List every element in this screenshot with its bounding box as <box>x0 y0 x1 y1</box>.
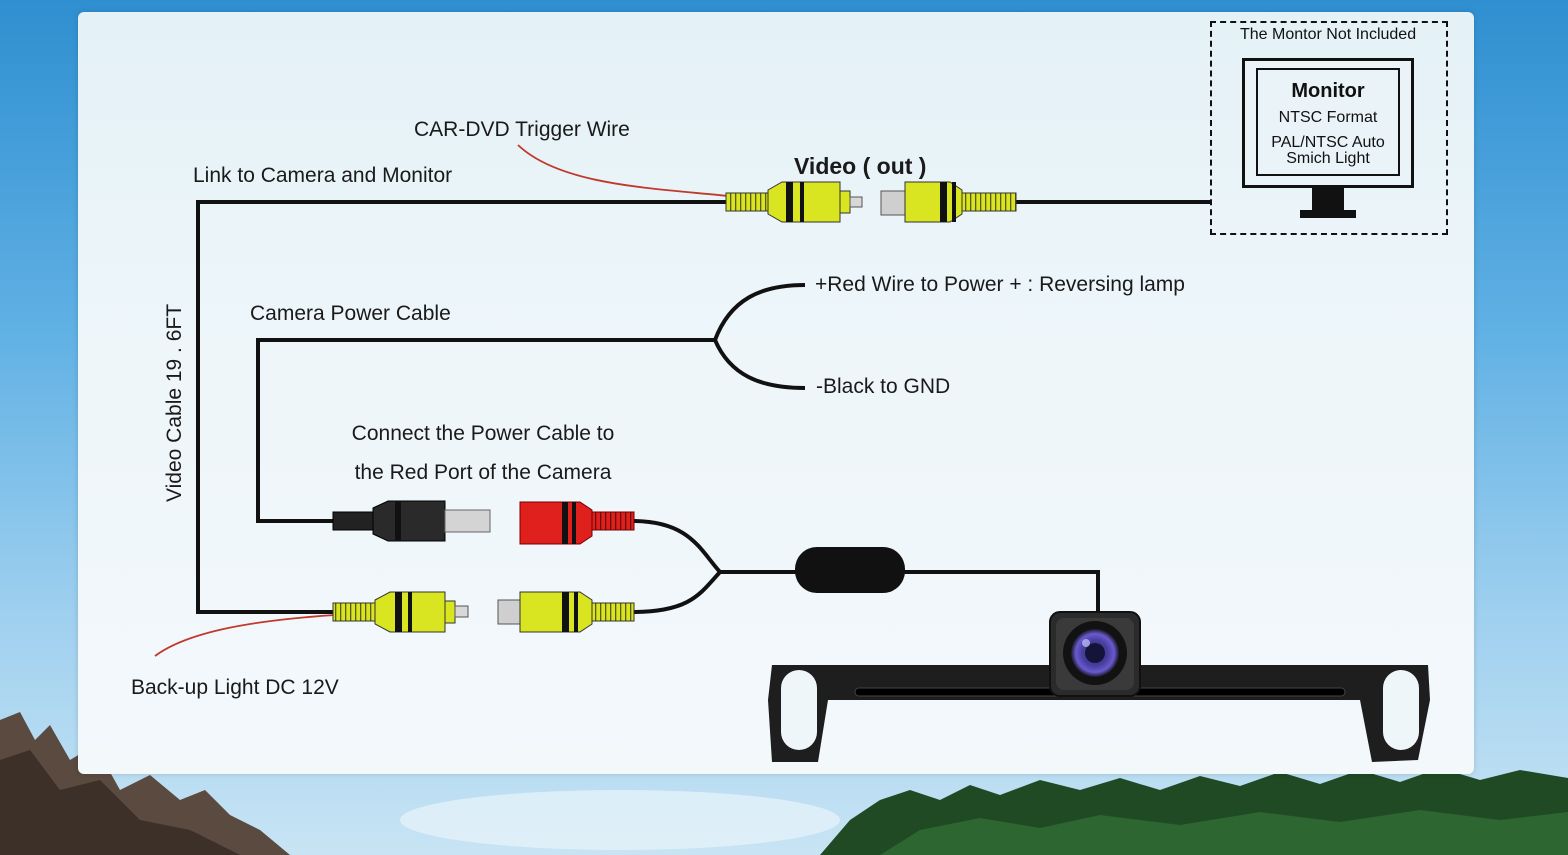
monitor-note: The Montor Not Included <box>1240 26 1417 43</box>
trigger-wire <box>154 144 729 657</box>
label-connect-line-1: Connect the Power Cable to <box>351 422 615 445</box>
monitor-line-3: Smich Light <box>1286 150 1370 167</box>
video-cable <box>196 200 1210 614</box>
monitor-line-2: PAL/NTSC Auto <box>1271 134 1385 151</box>
diagram-panel <box>78 12 1474 774</box>
rca-connector-top-right <box>880 181 1017 223</box>
label-camera-power-cable: Camera Power Cable <box>250 302 451 325</box>
monitor-line-1: NTSC Format <box>1278 109 1378 126</box>
label-backup-light: Back-up Light DC 12V <box>131 676 339 699</box>
monitor-inner-frame <box>1256 68 1400 176</box>
forest-silhouette <box>820 768 1568 855</box>
cable-junction-box <box>795 547 905 593</box>
label-trigger-wire: CAR-DVD Trigger Wire <box>414 118 630 141</box>
label-red-wire: +Red Wire to Power + : Reversing lamp <box>815 273 1185 296</box>
monitor-not-included-box <box>1210 21 1448 235</box>
rca-connector-top-left <box>725 181 863 223</box>
monitor-title: Monitor <box>1291 80 1365 102</box>
power-connector-red <box>519 501 635 545</box>
rca-connector-bottom-right <box>497 591 635 633</box>
monitor-screen <box>1242 58 1414 188</box>
label-link-camera-monitor: Link to Camera and Monitor <box>193 164 453 187</box>
label-video-out: Video ( out ) <box>794 153 927 179</box>
label-connect-line-2: the Red Port of the Camera <box>354 461 612 484</box>
label-video-cable: Video Cable 19 . 6FT <box>163 303 186 502</box>
label-black-gnd: -Black to GND <box>816 375 951 398</box>
rca-connector-bottom-left <box>332 591 469 633</box>
license-plate-camera <box>768 611 1430 762</box>
monitor-icon <box>1300 188 1356 218</box>
mountain-silhouette <box>0 712 290 855</box>
power-connector-black <box>332 500 491 542</box>
camera-power-cable <box>256 283 806 523</box>
cloud <box>400 790 840 850</box>
camera-y-cable <box>631 519 1100 615</box>
